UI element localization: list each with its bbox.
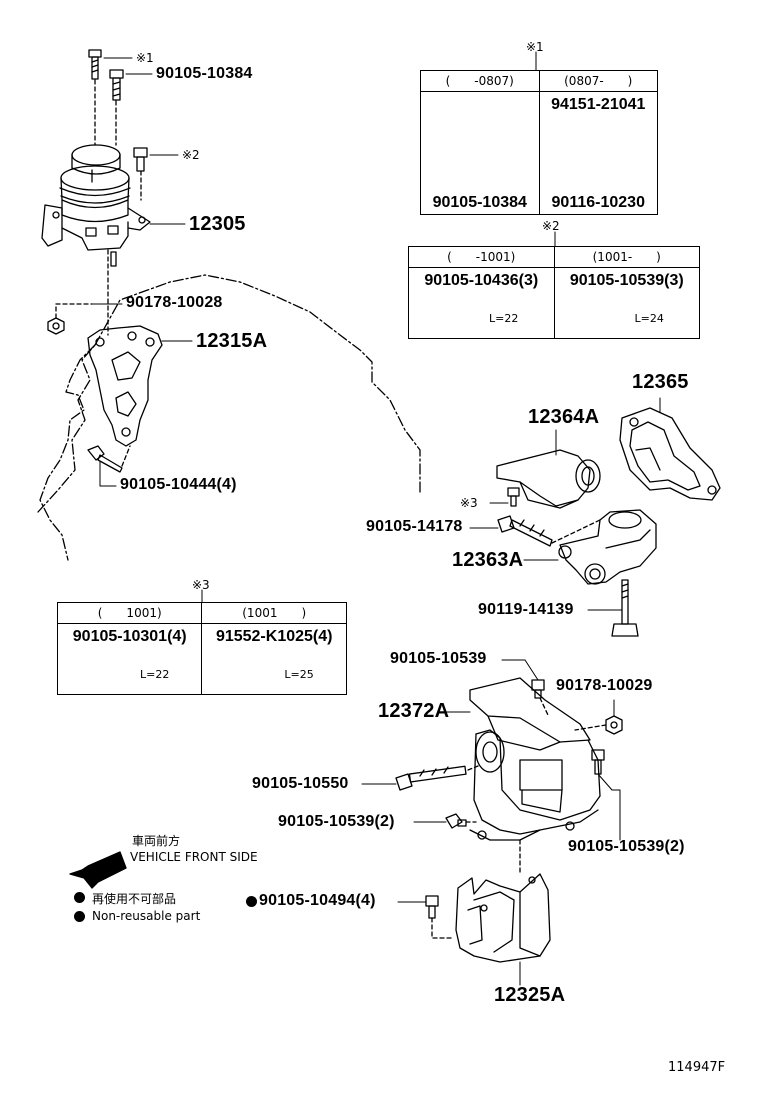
bolt-icon-side [133,147,148,172]
legend-front-jp: 車両前方 [132,834,181,848]
table2-col1-header: ( -1001) [408,246,555,268]
bolt-icon-m3 [507,487,520,507]
bolt-icon-top2 [109,69,124,101]
mark-1: ※1 [136,51,154,65]
table1-col2-part-top: 94151-21041 [551,96,646,113]
insulator-12363A [558,509,657,585]
figure-id: 114947F [668,1060,726,1075]
label-12315A: 12315A [196,330,268,352]
nut-icon-10028 [47,317,65,335]
engine-mount-12305 [41,144,151,251]
mark-3: ※3 [460,496,478,510]
table2-col1-length: L=22 [489,312,519,325]
label-90178-10028: 90178-10028 [126,294,223,311]
bolt-icon-10539-top [531,679,545,699]
table3-col2-part: 91552-K1025(4) [215,628,333,645]
nut-icon-10029 [605,715,623,735]
bracket-12315A [87,325,163,447]
label-90105-14178: 90105-14178 [366,518,463,535]
table3-col1-part: 90105-10301(4) [72,628,187,645]
label-12365: 12365 [632,371,689,393]
table1-col2-part-bottom: 90116-10230 [551,194,645,211]
table1-title: ※1 [526,40,544,54]
mark-2: ※2 [182,148,200,162]
table2-col2-header: (1001- ) [553,246,700,268]
engine-outline-lower [39,344,96,561]
bolt-icon-top1 [88,49,102,80]
spec-table-1: ( -0807) (0807- ) 90105-10384 94151-2104… [420,70,658,215]
table3-col1-length: L=22 [140,668,170,681]
bolt-icon-14178 [497,515,553,547]
legend-front-en: VEHICLE FRONT SIDE [130,850,258,864]
table2-col2-length: L=24 [634,312,664,325]
legend-dot-icon [74,892,85,903]
label-12363A: 12363A [452,549,524,571]
label-90105-10539-2-right: 90105-10539(2) [568,838,685,855]
bracket-12325A [455,873,551,963]
table3-col2-length: L=25 [284,668,314,681]
bolt-icon-10550 [395,765,467,791]
bracket-12372A [469,677,601,841]
table2-col2-part: 90105-10539(3) [569,272,684,289]
label-90105-10384: 90105-10384 [156,65,253,82]
table3-col1-header: ( 1001) [56,602,203,624]
legend-nonreuse-en: Non-reusable part [92,909,201,923]
label-90119-14139: 90119-14139 [478,601,574,618]
legend-nonreuse-jp: 再使用不可部品 [92,892,177,906]
non-reusable-dot-icon [246,896,257,907]
spec-table-3: ( 1001) (1001 ) 90105-10301(4) L=22 9155… [56,602,347,695]
label-90105-10539: 90105-10539 [390,650,487,667]
bolt-icon-10444 [87,445,123,473]
label-90105-10539-2-left: 90105-10539(2) [278,813,395,830]
label-90105-10444: 90105-10444(4) [120,476,237,493]
table2-title: ※2 [542,219,560,233]
table3-title: ※3 [192,578,210,592]
label-90105-10494: 90105-10494(4) [259,892,376,909]
table1-col1-header: ( -0807) [420,70,540,92]
table1-col2-header: (0807- ) [538,70,658,92]
spec-table-2: ( -1001) (1001- ) 90105-10436(3) L=22 90… [408,246,700,339]
vehicle-front-arrow-icon [69,851,127,889]
bolt-icon-10494 [425,895,439,919]
insulator-12365 [619,407,721,501]
label-12372A: 12372A [378,700,450,722]
table2-col1-part: 90105-10436(3) [424,272,539,289]
bolt-icon-10539-left [445,813,467,829]
label-90178-10029: 90178-10029 [556,677,653,694]
bolt-icon-14139 [611,579,639,637]
bracket-12364A [496,449,601,509]
legend-dot-icon-2 [74,911,85,922]
table1-col1-part: 90105-10384 [432,194,527,211]
engine-outline [37,274,421,513]
label-12305: 12305 [189,213,246,235]
label-12364A: 12364A [528,406,600,428]
label-12325A: 12325A [494,984,566,1006]
table3-col2-header: (1001 ) [201,602,347,624]
label-90105-10550: 90105-10550 [252,775,349,792]
stud-icon [110,251,117,267]
